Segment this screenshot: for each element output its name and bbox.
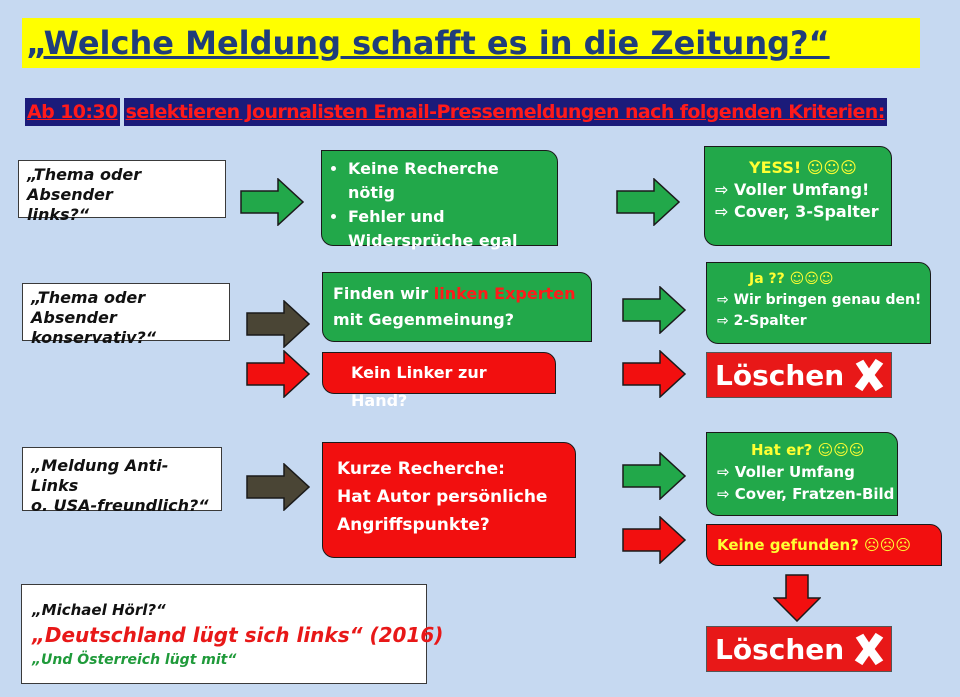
condition-line: Kurze Recherche: [337,459,505,479]
question-line: „Thema oder Absender [31,288,146,327]
right-arrow-icon [622,516,686,564]
right-arrow-icon [622,452,686,500]
delete-badge: Löschen [706,626,892,672]
page-title: „Welche Meldung schafft es in die Zeitun… [22,18,920,68]
no-left-expert-label: Kein Linker zur Hand? [351,363,487,410]
x-icon [854,358,884,392]
question-links: „Thema oder Absender links?“ [18,160,226,224]
condition-highlight: linken Experten [433,284,576,303]
result-head: YESS! ☺☺☺ [749,158,857,177]
book-title: „Deutschland lügt sich links“ (2016) [32,623,444,647]
question-line: o. USA-freundlich?“ [31,496,209,515]
result-head: Hat er? ☺☺☺ [751,441,865,459]
right-arrow-icon [246,463,310,511]
condition-line: Hat Autor persönliche [337,487,548,507]
right-arrow-icon [246,350,310,398]
question-line: konservativ?“ [31,328,157,347]
book-subtitle: „Und Österreich lügt mit“ [32,652,237,668]
subtitle: Ab 10:30 selektieren Journalisten Email-… [25,98,921,126]
none-found-label: Keine gefunden? ☹☹☹ [717,536,911,554]
result-yess: YESS! ☺☺☺ ⇨ Voller Umfang! ⇨ Cover, 3-Sp… [704,146,892,246]
delete-badge: Löschen [706,352,892,398]
condition-item: Fehler und Widersprüche egal [348,205,547,253]
right-arrow-icon [246,300,310,348]
condition-line: Finden wir linken Experten [333,281,581,307]
question-line: „Meldung Anti-Links [31,456,169,495]
result-head: Ja ?? ☺☺☺ [749,271,834,287]
result-hat-er: Hat er? ☺☺☺ ⇨ Voller Umfang ⇨ Cover, Fra… [706,432,898,516]
condition-text: Finden wir [333,284,434,303]
right-arrow-icon [622,350,686,398]
subtitle-text: selektieren Journalisten Email-Pressemel… [123,98,887,126]
short-research: Kurze Recherche: Hat Autor persönliche A… [322,442,576,558]
result-line: ⇨ Wir bringen genau den! [717,292,922,308]
condition-line: mit Gegenmeinung? [333,310,514,329]
book-reference: „Michael Hörl?“ „Deutschland lügt sich l… [21,584,444,684]
no-left-expert: Kein Linker zur Hand? [322,352,556,410]
down-arrow-icon [773,574,821,622]
right-arrow-icon [240,178,304,226]
none-found: Keine gefunden? ☹☹☹ [706,524,942,566]
condition-no-research: Keine Recherche nötig Fehler und Widersp… [321,150,558,250]
right-arrow-icon [622,286,686,334]
x-icon [854,632,884,666]
result-line: ⇨ 2-Spalter [717,313,807,329]
delete-label: Löschen [715,358,845,392]
result-line: ⇨ Cover, 3-Spalter [715,202,879,221]
result-line: ⇨ Voller Umfang! [715,180,870,199]
result-line: ⇨ Voller Umfang [717,463,855,481]
question-line: links?“ [27,205,90,224]
condition-line: Angriffspunkte? [337,515,490,535]
book-author: „Michael Hörl?“ [32,601,166,619]
result-ja: Ja ?? ☺☺☺ ⇨ Wir bringen genau den! ⇨ 2-S… [706,262,931,344]
subtitle-time: Ab 10:30 [25,98,120,126]
condition-item: Keine Recherche nötig [348,157,547,205]
condition-left-expert: Finden wir linken Experten mit Gegenmein… [322,272,592,342]
question-line: „Thema oder Absender [27,165,142,204]
question-conservative: „Thema oder Absender konservativ?“ [22,283,230,347]
right-arrow-icon [616,178,680,226]
result-line: ⇨ Cover, Fratzen-Bild [717,485,895,503]
question-anti-left: „Meldung Anti-Links o. USA-freundlich?“ [22,447,222,515]
delete-label: Löschen [715,632,845,666]
